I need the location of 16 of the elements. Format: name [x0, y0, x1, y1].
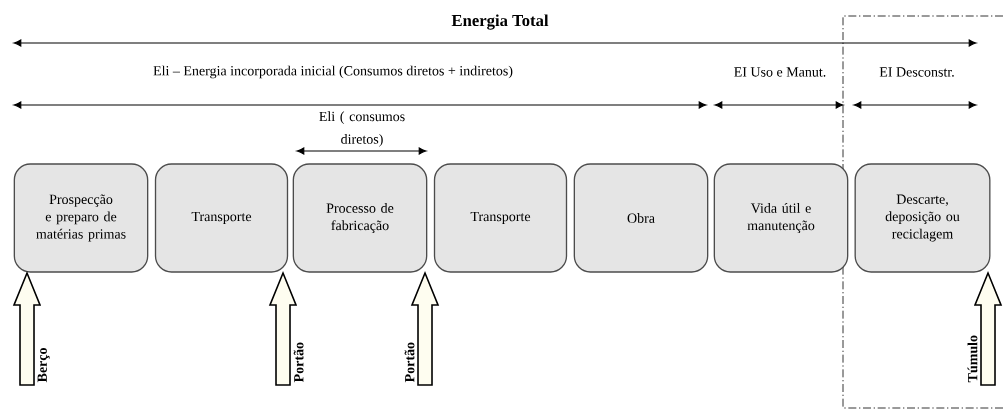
process-box: Transporte [433, 163, 568, 273]
range-label: Eli – Energia incorporada inicial (Consumos diretos + indiretos) [153, 65, 513, 79]
milestone-label: Portão [404, 342, 415, 383]
process-box: Descarte, deposição ou reciclagem [854, 163, 991, 273]
range-label: EI Desconstr. [879, 67, 954, 77]
milestone-label: Portão [293, 342, 304, 383]
process-box: Vida útil e manutenção [713, 163, 849, 273]
range-label: Eli ( consumos diretos) [319, 111, 405, 147]
process-box: Transporte [154, 163, 289, 273]
process-box: Obra [573, 163, 709, 273]
milestone-label: Berço [37, 347, 50, 383]
process-box: Processo de fabricação [292, 163, 428, 273]
range-label: EI Uso e Manut. [734, 67, 826, 77]
process-box: Prospecção e preparo de matérias primas [13, 163, 149, 273]
milestone-label: Túmulo [967, 335, 978, 383]
title: Energia Total [451, 14, 549, 30]
